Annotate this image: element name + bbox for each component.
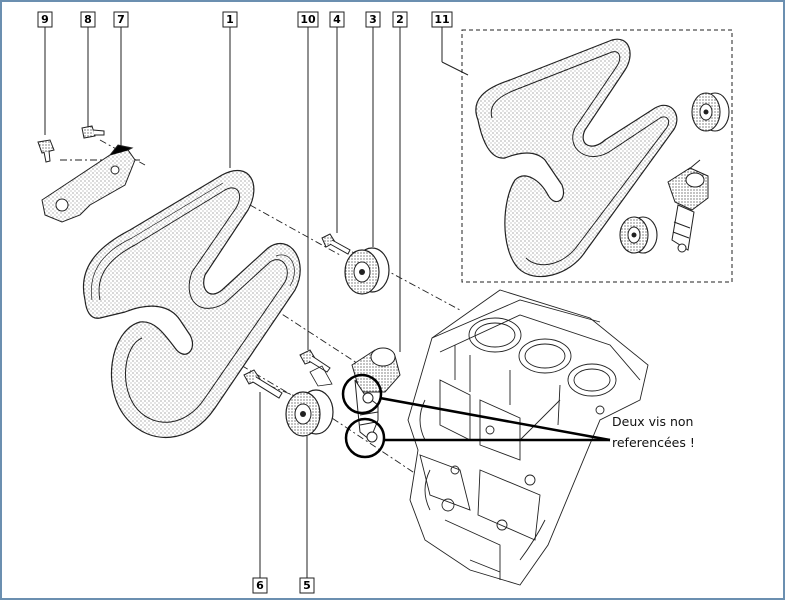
callout-label-8: 8 bbox=[84, 13, 92, 26]
inset-pulley-bottom bbox=[619, 216, 658, 254]
callout-6: 6 bbox=[252, 577, 268, 594]
callout-7: 7 bbox=[113, 11, 129, 28]
callout-label-10: 10 bbox=[300, 13, 316, 26]
callout-1: 1 bbox=[222, 11, 238, 28]
callout-11: 11 bbox=[431, 11, 453, 28]
callout-label-2: 2 bbox=[396, 13, 404, 26]
bolt-6-icon bbox=[243, 369, 283, 399]
bracket bbox=[41, 144, 136, 223]
pulley-3 bbox=[344, 247, 390, 295]
callout-4: 4 bbox=[329, 11, 345, 28]
annotation-line-1: Deux vis non bbox=[612, 414, 694, 429]
callout-3: 3 bbox=[365, 11, 381, 28]
bolt-9-icon bbox=[37, 139, 55, 163]
tensioner-2 bbox=[351, 347, 401, 443]
callout-label-9: 9 bbox=[41, 13, 49, 26]
callout-9: 9 bbox=[37, 11, 53, 28]
callout-label-1: 1 bbox=[226, 13, 234, 26]
screw-circle-lower bbox=[344, 417, 386, 459]
inset-tensioner bbox=[667, 159, 709, 253]
callout-label-3: 3 bbox=[369, 13, 377, 26]
bolt-10-icon bbox=[299, 349, 333, 387]
callout-label-7: 7 bbox=[117, 13, 125, 26]
callout-5: 5 bbox=[299, 577, 315, 594]
callout-10: 10 bbox=[297, 11, 319, 28]
engine-block bbox=[407, 289, 649, 586]
pointer-line-upper bbox=[379, 396, 611, 442]
callout-8: 8 bbox=[80, 11, 96, 28]
pulley-5 bbox=[285, 389, 334, 437]
annotation-note: Deux vis non referencées ! bbox=[612, 411, 742, 453]
callout-label-4: 4 bbox=[333, 13, 341, 26]
screw-circle-upper bbox=[341, 373, 383, 415]
callout-label-6: 6 bbox=[256, 579, 264, 592]
inset-belt bbox=[475, 38, 678, 277]
annotation-markers bbox=[341, 373, 611, 459]
callout-leaders bbox=[44, 27, 469, 578]
main-belt bbox=[83, 169, 301, 439]
bolt-8-icon bbox=[81, 125, 105, 139]
annotation-line-2: referencées ! bbox=[612, 435, 695, 450]
inset-frame bbox=[461, 29, 733, 283]
bolt-4-icon bbox=[321, 233, 351, 255]
callout-label-5: 5 bbox=[303, 579, 311, 592]
callout-2: 2 bbox=[392, 11, 408, 28]
inset-pulley-top bbox=[691, 92, 730, 132]
callout-label-11: 11 bbox=[434, 13, 449, 26]
